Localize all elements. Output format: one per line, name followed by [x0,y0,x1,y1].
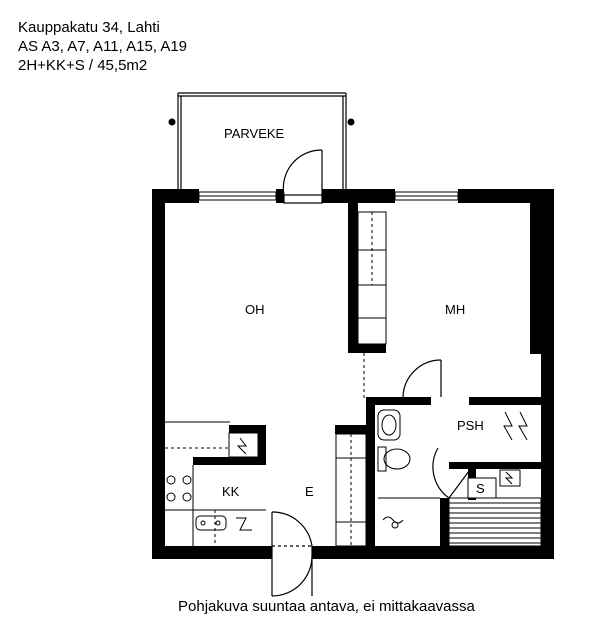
room-label-bedroom: MH [445,302,466,317]
room-label-bathroom: PSH [457,418,484,433]
plan-disclaimer-caption: Pohjakuva suuntaa antava, ei mittakaavas… [178,598,475,615]
outer-walls [152,189,554,559]
bedroom-wardrobe [357,211,387,345]
address-text: Kauppakatu 34, Lahti [18,19,160,36]
dishwasher-icon [236,517,252,531]
apartment-list-text: AS A3, A7, A11, A15, A19 [18,38,188,55]
room-label-living-room: OH [245,302,265,317]
windows [198,191,459,201]
kitchen-counter [165,421,266,546]
balcony-post-right [347,118,355,126]
room-label-kitchen: KK [222,484,240,499]
room-label-sauna: S [476,481,485,496]
stove-icon [166,475,192,502]
balcony-outline [177,92,347,190]
bathroom-door [432,447,473,499]
room-label-balcony: PARVEKE [224,126,285,141]
entrance-door [271,511,313,597]
bedroom-door [402,359,442,398]
kitchen-sink-icon [195,515,227,531]
plan-header: Kauppakatu 34, Lahti AS A3, A7, A11, A15… [18,18,187,75]
bathroom-fixtures [377,403,541,529]
apartment-size-text: 2H+KK+S / 45,5m2 [18,57,148,74]
entrance-wardrobe [335,433,367,547]
sauna-bench [448,469,542,547]
balcony-door [282,149,323,204]
room-label-entrance: E [305,484,314,499]
balcony-post-left [168,118,176,126]
